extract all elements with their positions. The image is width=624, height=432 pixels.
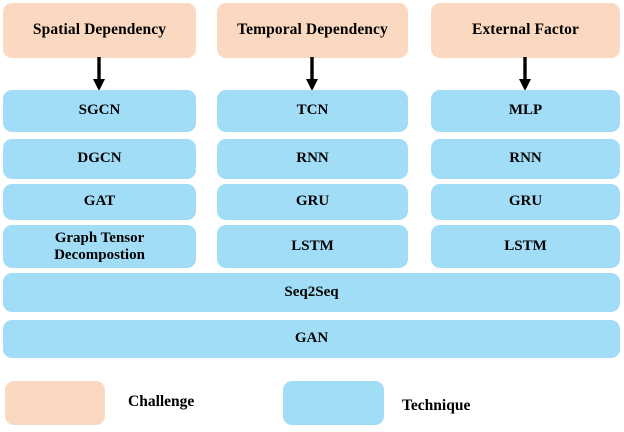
technique-spatial-2[interactable]: DGCN xyxy=(3,139,196,179)
technique-temporal-2[interactable]: RNN xyxy=(217,139,408,179)
down-arrow-icon-external xyxy=(519,57,531,91)
technique-temporal-3[interactable]: GRU xyxy=(217,184,408,220)
technique-spatial-4-line1: Graph Tensor xyxy=(54,229,145,246)
technique-external-3[interactable]: GRU xyxy=(431,184,620,220)
technique-external-4[interactable]: LSTM xyxy=(431,225,620,268)
legend-label-technique: Technique xyxy=(402,397,471,414)
technique-spatial-4-line2: Decompostion xyxy=(54,246,145,263)
challenge-header-temporal[interactable]: Temporal Dependency xyxy=(217,3,408,58)
technique-external-2[interactable]: RNN xyxy=(431,139,620,179)
down-arrow-icon-temporal xyxy=(306,57,318,91)
legend-swatch-challenge xyxy=(5,381,105,425)
technique-spatial-1[interactable]: SGCN xyxy=(3,90,196,132)
down-arrow-icon-spatial xyxy=(93,57,105,91)
technique-temporal-4[interactable]: LSTM xyxy=(217,225,408,268)
shared-technique-gan[interactable]: GAN xyxy=(3,320,620,358)
challenge-header-spatial[interactable]: Spatial Dependency xyxy=(3,3,196,58)
legend-swatch-technique xyxy=(283,381,384,425)
technique-spatial-4[interactable]: Graph Tensor Decompostion xyxy=(3,225,196,268)
technique-spatial-3[interactable]: GAT xyxy=(3,184,196,220)
technique-temporal-1[interactable]: TCN xyxy=(217,90,408,132)
challenge-header-external[interactable]: External Factor xyxy=(431,3,620,58)
technique-external-1[interactable]: MLP xyxy=(431,90,620,132)
legend-label-challenge: Challenge xyxy=(128,393,195,410)
shared-technique-seq2seq[interactable]: Seq2Seq xyxy=(3,273,620,312)
